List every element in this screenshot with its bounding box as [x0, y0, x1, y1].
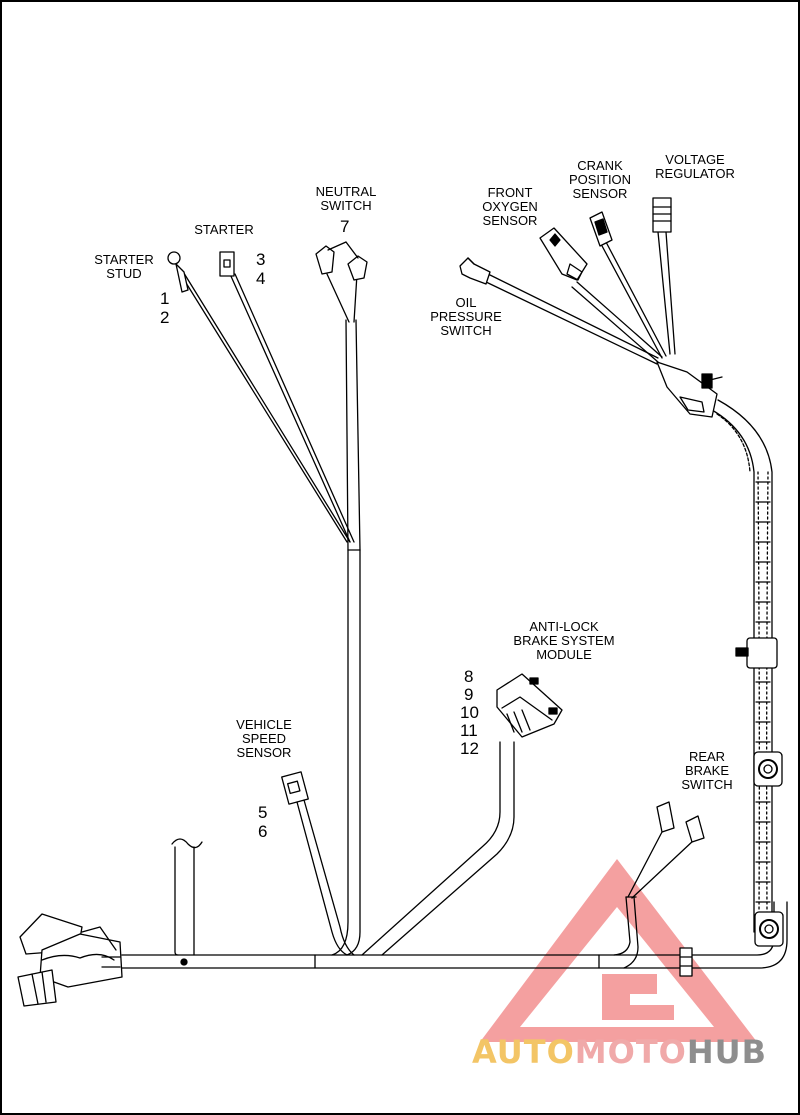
upper-junction-block	[656, 361, 723, 418]
left-cut-branch	[171, 838, 203, 966]
starter-wires	[177, 269, 358, 543]
center-harness-branch	[331, 319, 361, 956]
label-crank-position-sensor: CRANK POSITION SENSOR	[568, 158, 632, 201]
right-harness-loom	[711, 399, 784, 947]
label-starter-stud: STARTER STUD	[94, 252, 154, 281]
label-starter: STARTER	[194, 222, 254, 237]
label-voltage-regulator: VOLTAGE REGULATOR	[655, 152, 735, 181]
callout-11: 11	[460, 721, 478, 740]
label-oil-pressure-switch: OIL PRESSURE SWITCH	[430, 295, 502, 338]
upper-sensor-wires	[483, 231, 676, 365]
callout-6: 6	[258, 822, 268, 841]
callout-10: 10	[460, 703, 479, 722]
callout-7: 7	[340, 217, 350, 236]
watermark-triangle-icon	[480, 859, 757, 1042]
callout-2: 2	[160, 308, 170, 327]
callout-5: 5	[258, 803, 268, 822]
watermark-logo: AUTOMOTOHUB	[472, 1032, 767, 1072]
oil-pressure-switch-connector	[459, 257, 491, 285]
vehicle-speed-sensor-branch	[281, 771, 355, 956]
starter-stud-terminal	[167, 251, 189, 293]
label-vehicle-speed-sensor: VEHICLE SPEED SENSOR	[236, 717, 292, 760]
watermark-part-auto: AUTO	[472, 1033, 575, 1071]
lower-trunk-clip	[679, 947, 693, 977]
starter-terminal	[219, 251, 235, 277]
watermark-part-moto: MOTO	[574, 1033, 687, 1071]
callout-3: 3	[256, 250, 266, 269]
callout-1: 1	[160, 289, 170, 308]
callout-12: 12	[460, 739, 479, 758]
callout-4: 4	[256, 269, 266, 288]
voltage-regulator-connector	[652, 197, 672, 233]
callout-8: 8	[464, 667, 474, 686]
callout-9: 9	[464, 685, 474, 704]
label-front-oxygen-sensor: FRONT OXYGEN SENSOR	[482, 185, 538, 228]
front-oxygen-sensor-connector	[539, 227, 588, 281]
neutral-switch-terminals	[315, 241, 368, 281]
label-neutral-switch: NEUTRAL SWITCH	[315, 184, 377, 213]
rear-brake-switch-branch	[613, 801, 705, 969]
abs-module-branch	[361, 673, 563, 956]
crank-position-sensor-connector	[589, 211, 613, 247]
label-abs-module: ANTI-LOCK BRAKE SYSTEM MODULE	[513, 619, 615, 662]
main-harness-connector	[17, 913, 123, 1007]
watermark-part-hub: HUB	[686, 1033, 768, 1071]
label-rear-brake-switch: REAR BRAKE SWITCH	[681, 749, 733, 792]
